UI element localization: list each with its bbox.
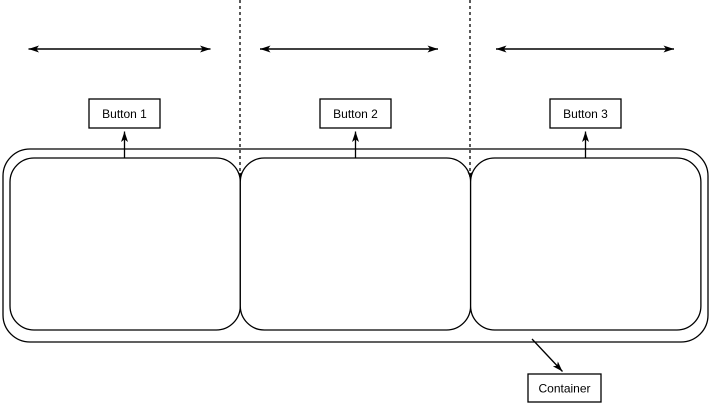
container-label-box — [527, 373, 602, 403]
button-1-label: Button 1 — [102, 107, 147, 121]
button-3-label: Button 3 — [563, 107, 608, 121]
panel-3-shape — [469, 157, 702, 331]
button-1-label-box — [88, 98, 161, 129]
panel-2-shape — [239, 157, 472, 331]
container-label-connector-arrow — [531, 338, 563, 372]
button-2-label-box — [319, 98, 392, 129]
button-3-label-box — [549, 98, 622, 129]
panel-1-shape — [9, 157, 241, 331]
container-label: Container — [538, 382, 590, 396]
button-2-label: Button 2 — [333, 107, 378, 121]
